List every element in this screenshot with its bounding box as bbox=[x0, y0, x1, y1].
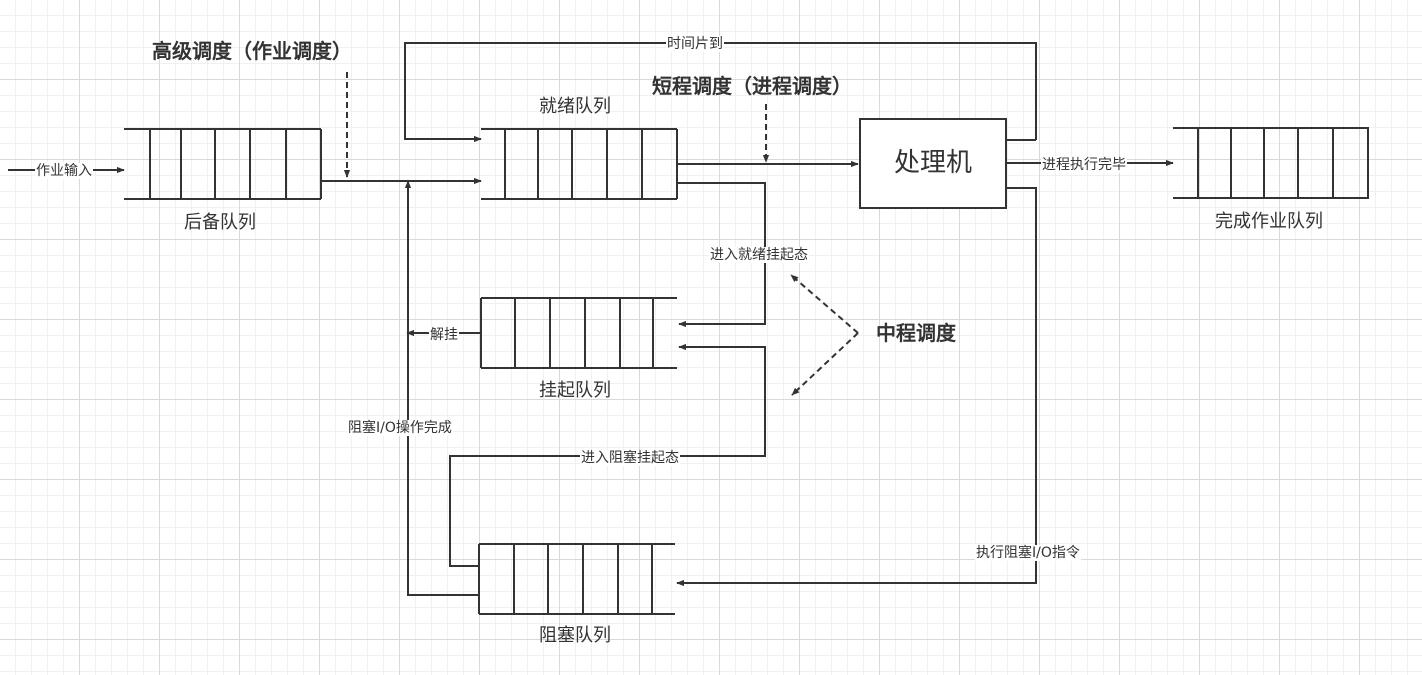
processor-label: 处理机 bbox=[893, 148, 972, 178]
edge-label-enter-blocked-suspend: 进入阻塞挂起态 bbox=[580, 450, 680, 466]
ready-queue-label: 就绪队列 bbox=[539, 96, 611, 117]
mid-term-pointer-down bbox=[791, 332, 859, 396]
edge-exec-io bbox=[676, 187, 1037, 587]
short-term-scheduling-heading: 短程调度（进程调度） bbox=[652, 74, 852, 98]
blocked-queue bbox=[478, 543, 675, 615]
backup-queue bbox=[124, 128, 322, 200]
suspend-queue bbox=[480, 297, 677, 369]
backup-queue-label: 后备队列 bbox=[184, 212, 256, 233]
edge-label-time-slice: 时间片到 bbox=[666, 36, 724, 52]
edge-label-unsuspend: 解挂 bbox=[429, 327, 459, 343]
finished-queue-label: 完成作业队列 bbox=[1215, 211, 1323, 232]
edge-label-job-input: 作业输入 bbox=[35, 163, 93, 179]
edge-label-exec-io: 执行阻塞I/O指令 bbox=[975, 545, 1081, 561]
ready-queue bbox=[481, 128, 678, 200]
blocked-queue-label: 阻塞队列 bbox=[539, 625, 611, 646]
processor-box bbox=[859, 118, 1007, 209]
mid-term-scheduling-heading: 中程调度 bbox=[876, 321, 956, 345]
finished-queue bbox=[1173, 127, 1369, 199]
edge-label-enter-ready-suspend: 进入就绪挂起态 bbox=[709, 247, 809, 263]
mid-term-pointer-up bbox=[790, 274, 859, 334]
edge-time-slice bbox=[404, 42, 1037, 143]
edge-io-done bbox=[404, 180, 479, 596]
suspend-queue-label: 挂起队列 bbox=[539, 380, 611, 401]
long-term-scheduling-heading: 高级调度（作业调度） bbox=[152, 39, 352, 63]
edge-label-io-done: 阻塞I/O操作完成 bbox=[347, 420, 453, 436]
edge-label-process-done: 进程执行完毕 bbox=[1041, 157, 1127, 173]
